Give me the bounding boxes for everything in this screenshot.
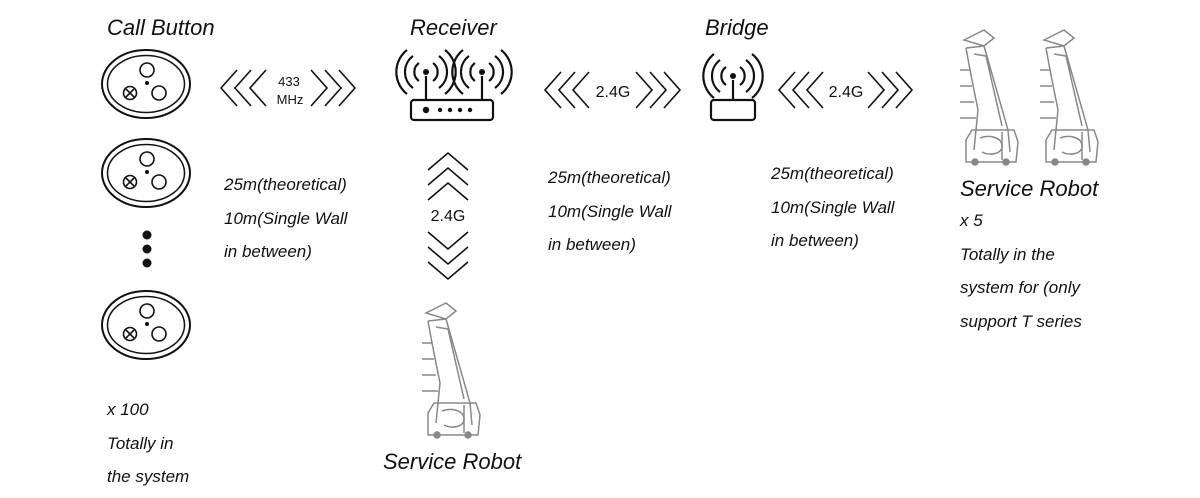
service-robot-title-center: Service Robot bbox=[383, 449, 522, 474]
count-label: x 5 bbox=[960, 211, 983, 230]
service-robot-illustration bbox=[959, 29, 1019, 166]
range-line: in between) bbox=[224, 242, 312, 261]
desc-line: support T series bbox=[960, 311, 1082, 331]
bridge-title: Bridge bbox=[705, 15, 769, 40]
bridge-antenna-icon bbox=[702, 52, 764, 122]
count-label: x 100 bbox=[107, 400, 149, 419]
link-freq-bridge-robot: 2.4G bbox=[829, 84, 864, 101]
receiver-title: Receiver bbox=[410, 15, 497, 40]
link-freq-receiver-robot: 2.4G bbox=[431, 208, 466, 225]
range-line: 25m(theoretical) bbox=[224, 175, 347, 194]
link-freq-receiver-bridge: 2.4G bbox=[596, 84, 631, 101]
desc-line: Totally in bbox=[107, 433, 174, 453]
ellipsis-dots-icon bbox=[142, 230, 152, 268]
range-note-bridge-robot: 25m(theoretical) 10m(Single Wall in betw… bbox=[771, 157, 894, 258]
link-freq-433-line1: 433 bbox=[278, 74, 300, 89]
range-line: 25m(theoretical) bbox=[548, 168, 671, 187]
robot-count-note: x 5 Totally in the system for (only supp… bbox=[960, 204, 1082, 338]
range-note-button-receiver: 25m(theoretical) 10m(Single Wall in betw… bbox=[224, 168, 347, 269]
call-button-icon bbox=[101, 290, 191, 360]
range-note-receiver-bridge: 25m(theoretical) 10m(Single Wall in betw… bbox=[548, 161, 671, 262]
desc-line: Totally in the bbox=[960, 244, 1055, 264]
service-robot-illustration bbox=[421, 302, 481, 439]
range-line: 10m(Single Wall bbox=[224, 208, 348, 228]
wireless-link-arrows-vertical bbox=[427, 151, 469, 281]
call-button-icon bbox=[101, 49, 191, 119]
call-button-title: Call Button bbox=[107, 15, 215, 40]
range-line: 10m(Single Wall bbox=[548, 201, 672, 221]
desc-line: system for (only bbox=[960, 278, 1080, 297]
desc-line: the system bbox=[107, 467, 190, 486]
range-line: 10m(Single Wall bbox=[771, 197, 895, 217]
call-button-count-note: x 100 Totally in the system bbox=[107, 393, 189, 494]
receiver-router-icon bbox=[395, 48, 513, 122]
range-line: 25m(theoretical) bbox=[771, 164, 894, 183]
link-freq-433-line2: MHz bbox=[277, 92, 304, 107]
service-robot-illustration bbox=[1039, 29, 1099, 166]
service-robot-title-right: Service Robot bbox=[960, 176, 1099, 201]
range-line: in between) bbox=[771, 231, 859, 250]
range-line: in between) bbox=[548, 235, 636, 254]
call-button-icon bbox=[101, 138, 191, 208]
